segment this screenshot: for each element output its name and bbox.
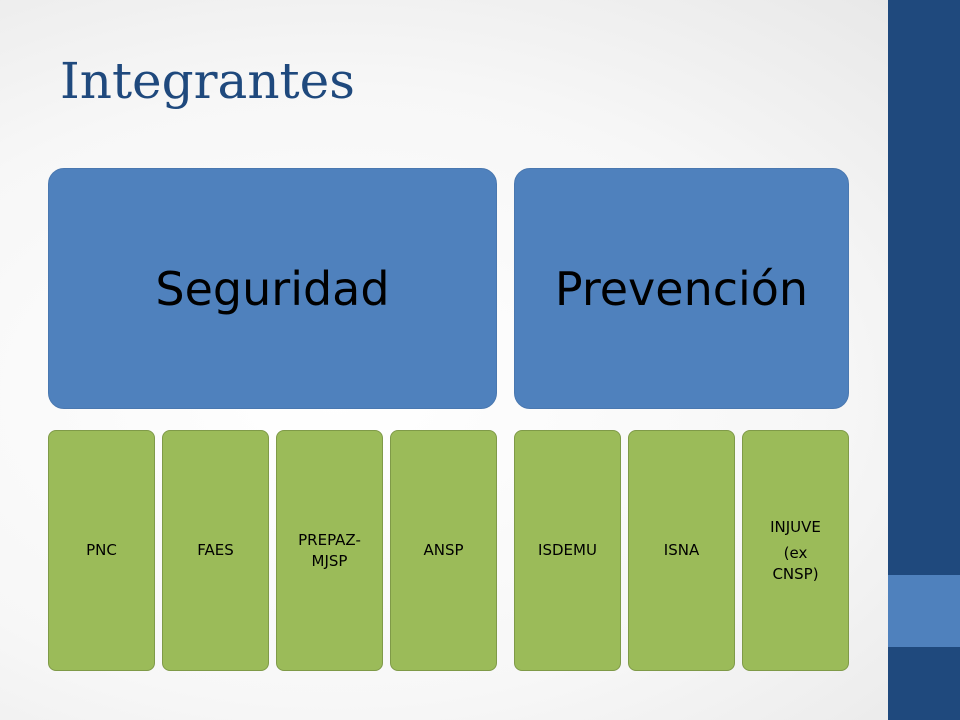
page-title: Integrantes	[60, 52, 355, 110]
member-label: ISNA	[663, 541, 700, 560]
member-label: PREPAZ-MJSP	[298, 531, 361, 570]
group-seguridad: Seguridad	[48, 168, 497, 409]
member-isdemu: ISDEMU	[514, 430, 621, 671]
member-label: INJUVE	[770, 518, 821, 537]
member-pnc: PNC	[48, 430, 155, 671]
member-label: ANSP	[423, 541, 464, 560]
member-ansp: ANSP	[390, 430, 497, 671]
member-label: ISDEMU	[538, 541, 597, 560]
member-faes: FAES	[162, 430, 269, 671]
member-injuve: INJUVE (ex CNSP)	[742, 430, 849, 671]
member-prepaz-mjsp: PREPAZ-MJSP	[276, 430, 383, 671]
group-prevencion: Prevención	[514, 168, 849, 409]
sidebar-accent-block	[888, 575, 960, 647]
member-label: PNC	[86, 541, 117, 560]
member-label: FAES	[197, 541, 234, 560]
sidebar-bar	[888, 0, 960, 720]
member-isna: ISNA	[628, 430, 735, 671]
member-note: (ex CNSP)	[772, 544, 819, 583]
